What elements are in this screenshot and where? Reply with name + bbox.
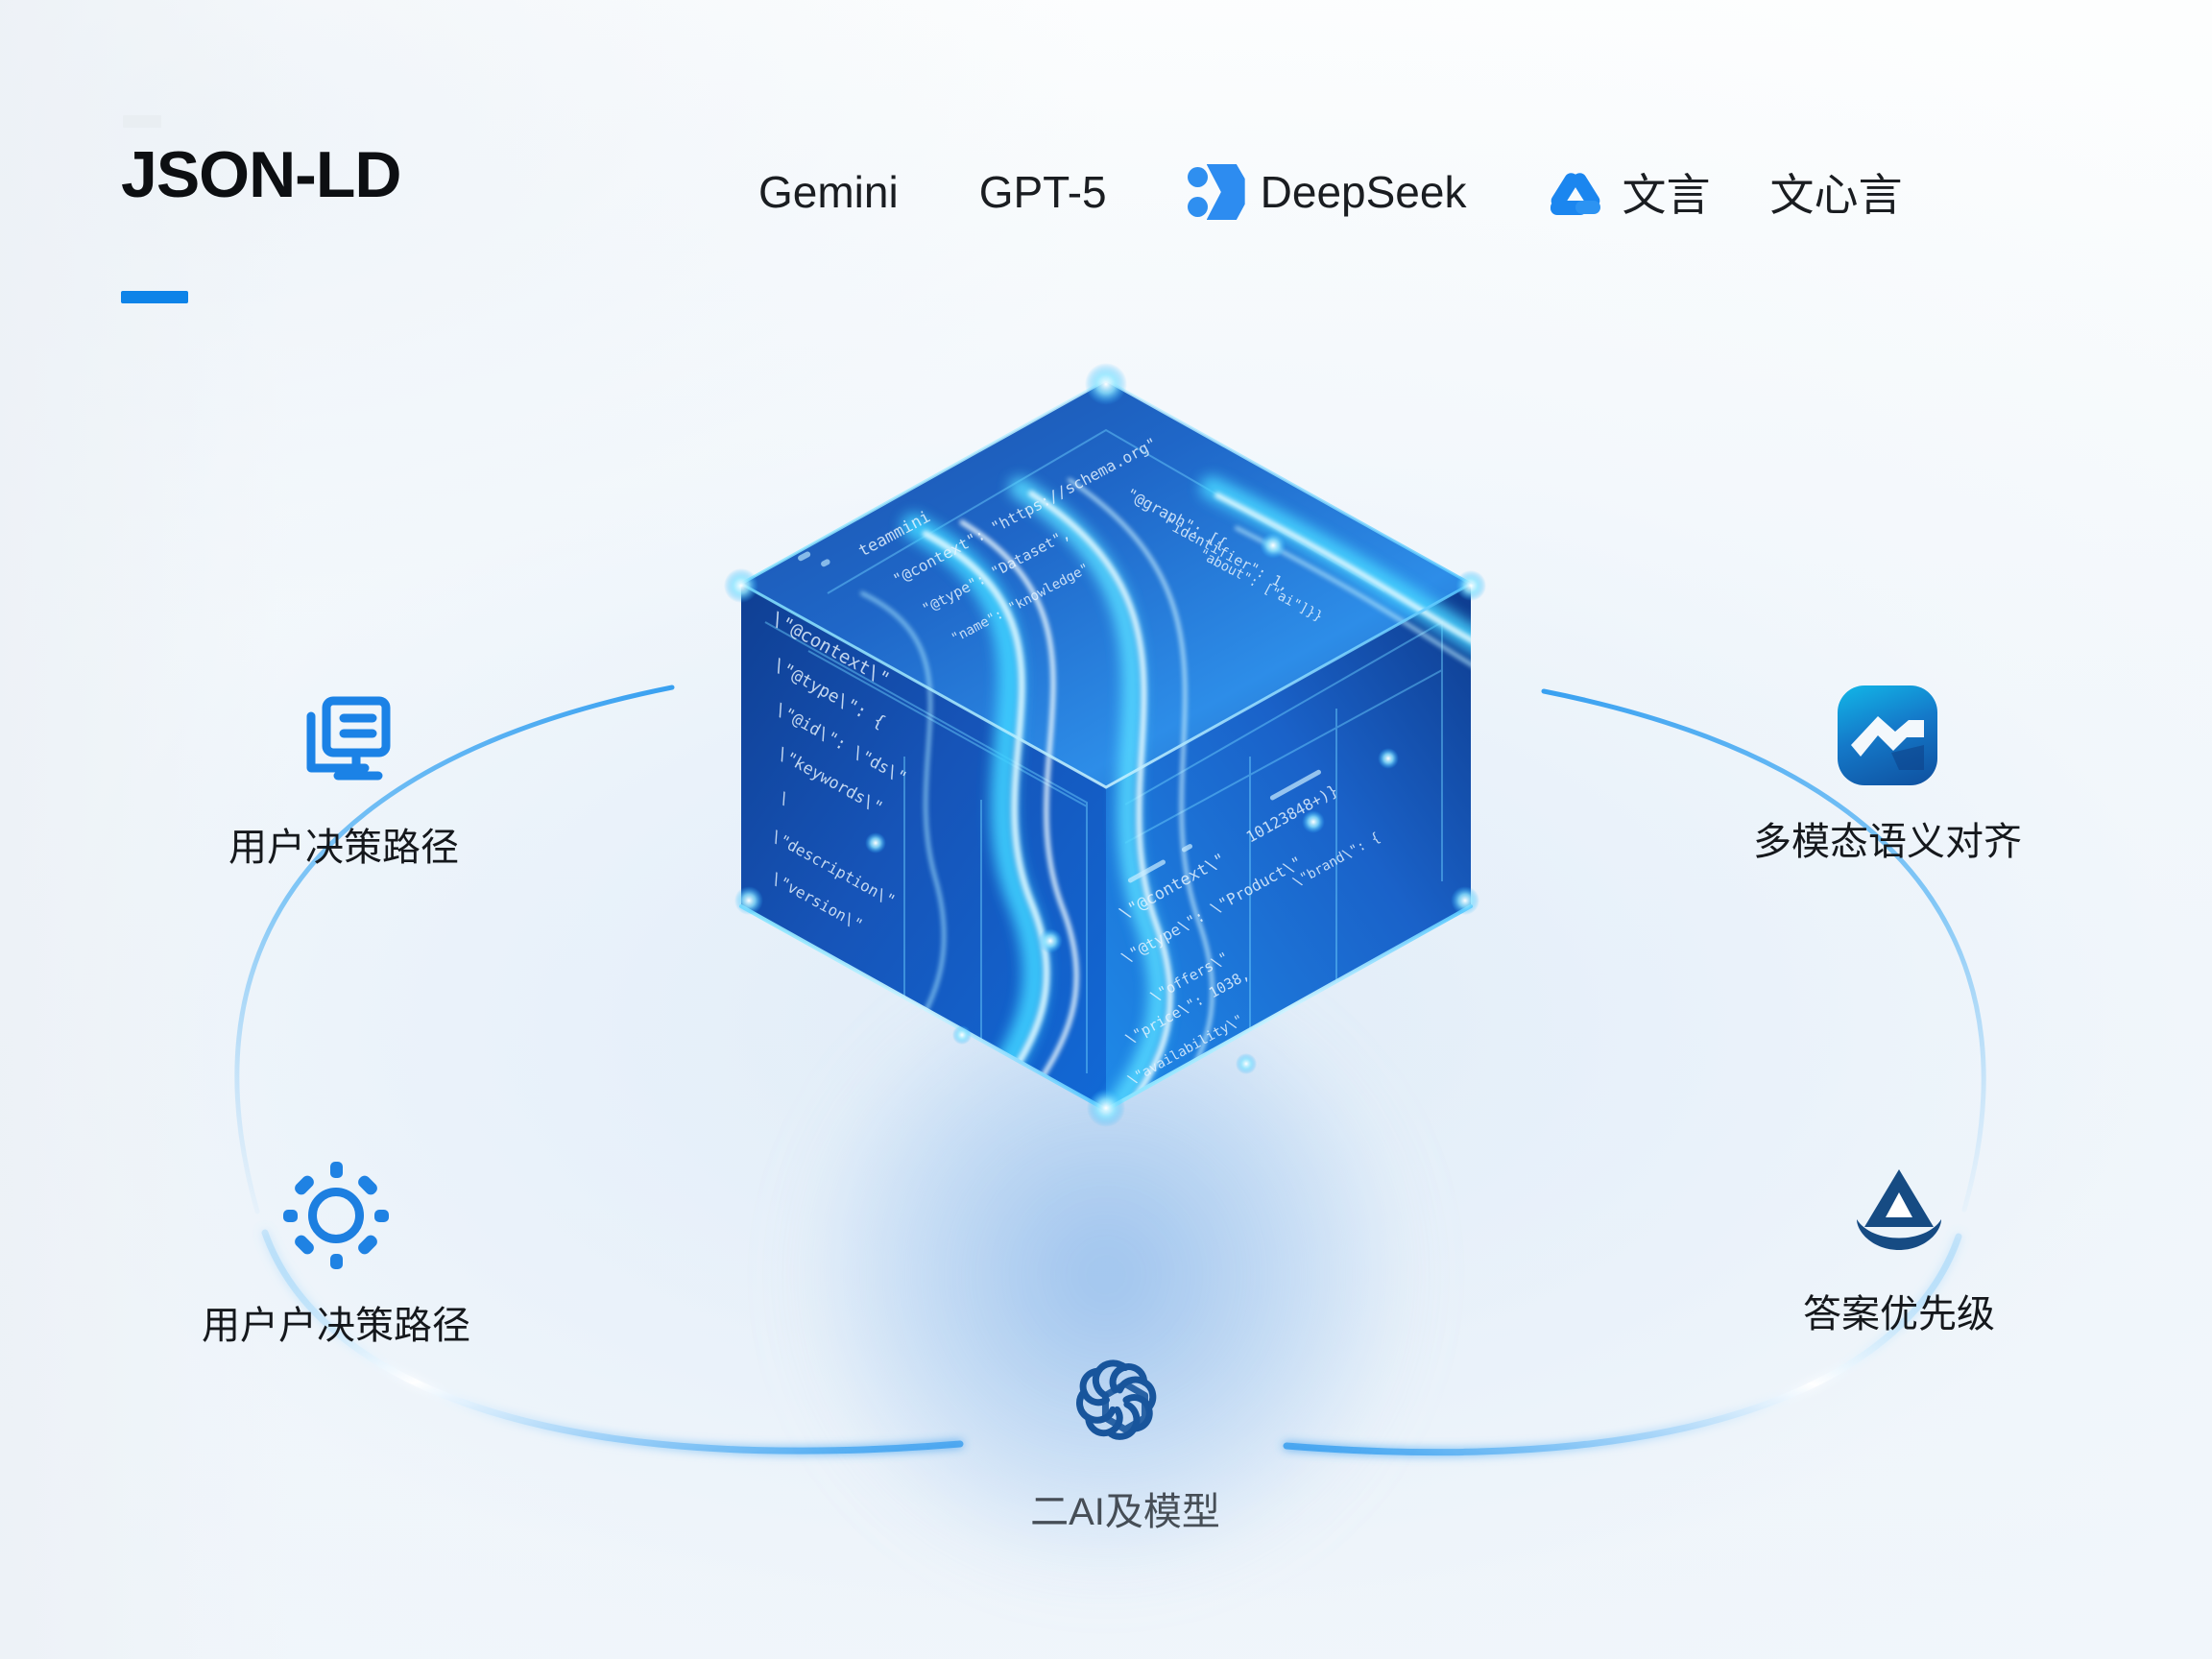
tongyi-icon bbox=[1547, 164, 1606, 220]
cube-graphic: teammini "@context": "https://schema.org… bbox=[674, 305, 1538, 1169]
node-answer[interactable]: 答案优先级 bbox=[1707, 1164, 2091, 1338]
model-label-gemini: Gemini bbox=[758, 167, 899, 217]
header: JSON-LD Gemini GPT-5 DeepSeek 文言 文心言 bbox=[0, 0, 2212, 317]
svg-text:}}: }} bbox=[1129, 1142, 1151, 1163]
model-item-wenyan[interactable]: 文言 bbox=[1547, 160, 1710, 224]
title-tag-bar bbox=[123, 115, 161, 128]
node-label-multimodal: 多模态语义对齐 bbox=[1753, 821, 2022, 863]
node-label-answer: 答案优先级 bbox=[1803, 1293, 1995, 1335]
model-item-gpt5[interactable]: GPT-5 bbox=[979, 166, 1107, 218]
node-label-user-path2: 用户户决策路径 bbox=[202, 1305, 470, 1347]
model-label-deepseek: DeepSeek bbox=[1260, 167, 1467, 217]
model-item-wenxinyan[interactable]: 文心言 bbox=[1769, 160, 1902, 224]
model-label-gpt5: GPT-5 bbox=[978, 167, 1107, 217]
node-label-user-path: 用户决策路径 bbox=[228, 827, 459, 869]
title-underline-accent bbox=[121, 291, 188, 303]
model-item-deepseek[interactable]: DeepSeek bbox=[1187, 162, 1467, 222]
spacer bbox=[1466, 192, 1547, 193]
spacer bbox=[899, 192, 979, 193]
spacer bbox=[1710, 192, 1769, 193]
openai-logo-icon bbox=[1071, 1348, 1179, 1455]
node-multimodal[interactable]: 多模态语义对齐 bbox=[1667, 685, 2108, 866]
bowl-triangle-icon bbox=[1847, 1164, 1951, 1258]
data-cube: teammini "@context": "https://schema.org… bbox=[671, 305, 1541, 1659]
node-label-ai-models: 二AI及模型 bbox=[1030, 1491, 1220, 1533]
spacer bbox=[1107, 192, 1188, 193]
baidu-logo-icon bbox=[1838, 685, 1937, 785]
model-list: Gemini GPT-5 DeepSeek 文言 文心言 bbox=[758, 156, 1902, 228]
monitor-icon bbox=[290, 691, 397, 791]
node-user-path2[interactable]: 用户户决策路径 bbox=[134, 1162, 538, 1350]
page-title: JSON-LD bbox=[121, 138, 401, 211]
sun-sparkle-icon bbox=[282, 1162, 390, 1269]
node-user-path[interactable]: 用户决策路径 bbox=[142, 691, 545, 872]
node-ai-models[interactable]: 二AI及模型 bbox=[991, 1348, 1260, 1536]
deepseek-icon bbox=[1187, 162, 1245, 222]
model-item-gemini[interactable]: Gemini bbox=[758, 166, 899, 218]
model-label-wenyan: 文言 bbox=[1622, 170, 1711, 220]
model-label-wenxinyan: 文心言 bbox=[1769, 170, 1903, 220]
